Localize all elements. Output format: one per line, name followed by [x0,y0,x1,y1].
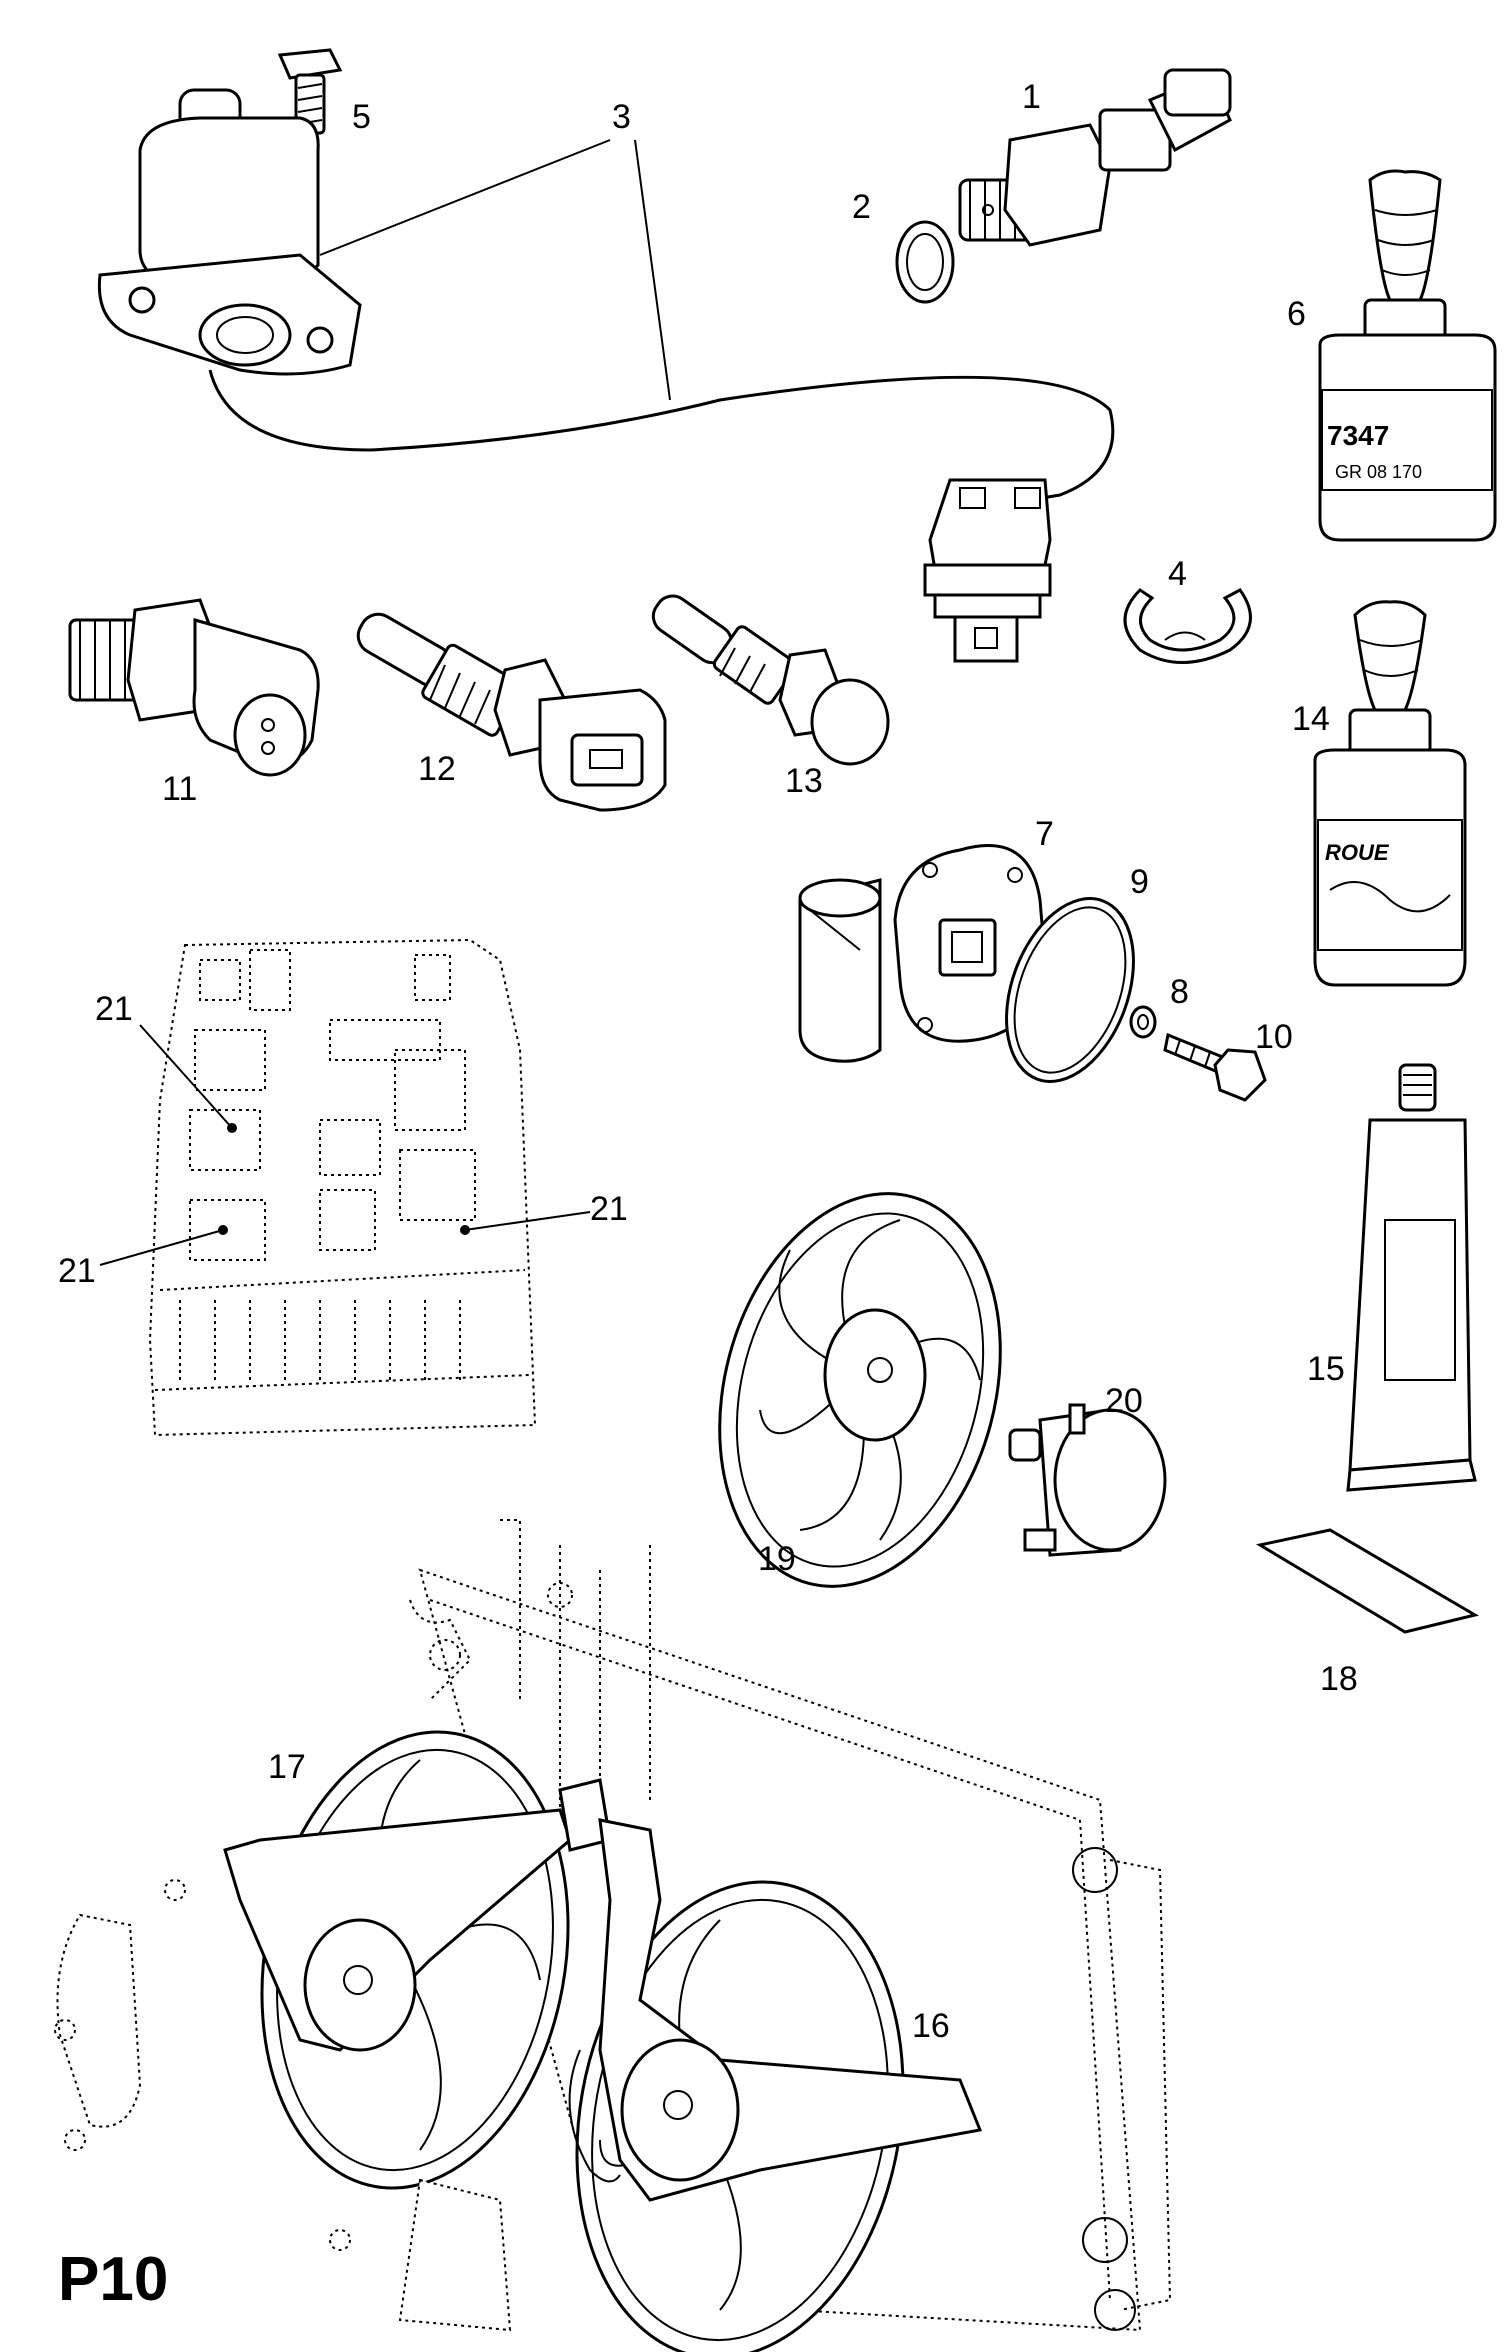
sensor-icon [958,68,1232,247]
callout-14: 14 [1292,700,1330,738]
seal-ring-icon [1005,897,1135,1083]
sensor-icon [68,598,320,777]
bottle-6-ref: GR 08 170 [1335,462,1422,482]
sensor-icon [651,594,890,766]
callout-21-right: 21 [590,1190,628,1228]
callout-17: 17 [268,1748,306,1786]
callout-21-left: 21 [58,1252,96,1290]
callout-labels: 1 2 3 4 5 6 7 8 9 10 11 12 13 14 15 16 1… [58,78,1358,2045]
callout-10: 10 [1255,1018,1293,1056]
label-strip-icon [1255,1528,1479,1634]
seal-ring-icon [1129,1005,1157,1039]
callout-7: 7 [1035,815,1054,853]
bottle-14-brand: ROUE [1325,840,1390,865]
callout-2: 2 [852,188,871,226]
callout-21-top: 21 [95,990,133,1028]
callout-6: 6 [1287,295,1306,333]
callout-1: 1 [1022,78,1041,116]
radiator-fan-assembly-icon [54,1519,1172,2352]
page-code: P10 [58,2245,168,2314]
tube-icon [1346,1063,1477,1492]
bottle-6-code: 7347 [1327,420,1389,451]
callout-20: 20 [1105,1382,1143,1420]
seal-ring-icon [895,220,955,304]
solenoid-valve-icon [97,88,1115,663]
callout-18: 18 [1320,1660,1358,1698]
callout-3: 3 [612,98,631,136]
callout-19: 19 [758,1540,796,1578]
bolt-icon [1163,1032,1267,1102]
callout-8: 8 [1170,973,1189,1011]
adhesive-bottle-icon: ROUE [1313,600,1467,987]
sensor-icon [798,844,1047,1063]
callout-9: 9 [1130,863,1149,901]
relay-box-icon [148,938,537,1437]
adhesive-bottle-icon: 7347 GR 08 170 [1318,169,1497,542]
callout-5: 5 [352,98,371,136]
fan-icon [718,1192,1002,1588]
callout-15: 15 [1307,1350,1345,1388]
callout-4: 4 [1168,555,1187,593]
callout-12: 12 [418,750,456,788]
leader-lines [99,139,671,1266]
sensor-icon [356,612,667,812]
fan-motor-icon [1008,1403,1167,1557]
retaining-clip-icon [1123,588,1252,664]
callout-11: 11 [162,770,197,808]
callout-16: 16 [912,2007,950,2045]
callout-13: 13 [785,762,823,800]
